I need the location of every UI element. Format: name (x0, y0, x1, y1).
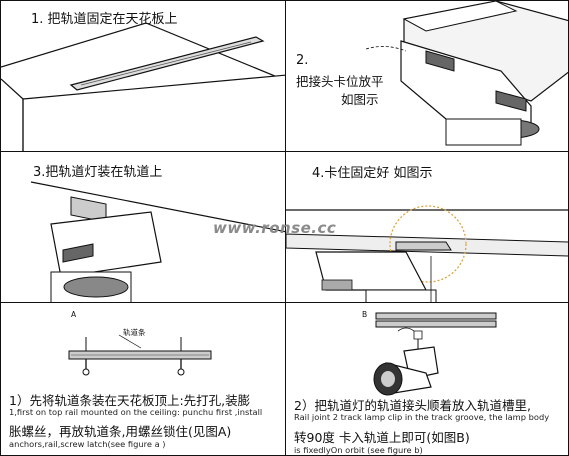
figure-a-cn-line-2: 胀螺丝，再放轨道条,用螺丝锁住(见图A) (9, 424, 232, 439)
figure-b-panel: B 2）把轨道灯的轨道接头顺着放入轨道槽里, Rail joint 2 trac… (285, 302, 569, 456)
step-2-line-2: 如图示 (341, 92, 379, 107)
step-2-number: 2. (296, 53, 309, 68)
figure-b-lamp-diagram (373, 312, 497, 396)
figure-a-rail-diagram (68, 334, 212, 376)
figure-a-panel: A 轨道条 1）先将轨道条装在天花板顶上:先打孔,装膨 1,first on t… (0, 302, 286, 456)
step-2-panel: 2. 把接头卡位放平 如图示 (285, 0, 569, 152)
rail-label: 轨道条 (123, 328, 146, 337)
step-2-line-1: 把接头卡位放平 (296, 74, 384, 89)
figure-b-en-line-1: Rail joint 2 track lamp clip in the trac… (294, 412, 550, 422)
figure-b-en-line-2: is fixedlyOn orbit (see figure b) (294, 445, 423, 455)
figure-a-cn-line-1: 1）先将轨道条装在天花板顶上:先打孔,装膨 (9, 393, 251, 408)
step-3-panel: 3.把轨道灯装在轨道上 (0, 151, 286, 303)
watermark: www.ronse.cc (213, 219, 337, 237)
figure-b-letter: B (362, 310, 368, 319)
step-1-panel: 1. 把轨道固定在天花板上 (0, 0, 286, 152)
figure-a-en-line-1: 1,first on top rail mounted on the ceili… (9, 407, 263, 417)
ceiling-rail-illustration (1, 22, 285, 151)
rail-joint-illustration (365, 1, 568, 146)
figure-a-en-line-2: anchors,rail,screw latch(see figure a ) (9, 439, 166, 449)
step-3-title: 3.把轨道灯装在轨道上 (33, 165, 163, 180)
figure-a-letter: A (71, 310, 77, 319)
step-4-panel: 4.卡住固定好 如图示 (285, 151, 569, 303)
step-4-title: 4.卡住固定好 如图示 (312, 166, 433, 181)
step-1-title: 1. 把轨道固定在天花板上 (31, 12, 178, 27)
figure-b-cn-line-2: 转90度 卡入轨道上即可(如图B) (294, 430, 470, 445)
lamp-on-rail-illustration (30, 181, 285, 302)
figure-b-cn-line-1: 2）把轨道灯的轨道接头顺着放入轨道槽里, (294, 398, 531, 413)
locked-lamp-illustration (286, 205, 568, 302)
